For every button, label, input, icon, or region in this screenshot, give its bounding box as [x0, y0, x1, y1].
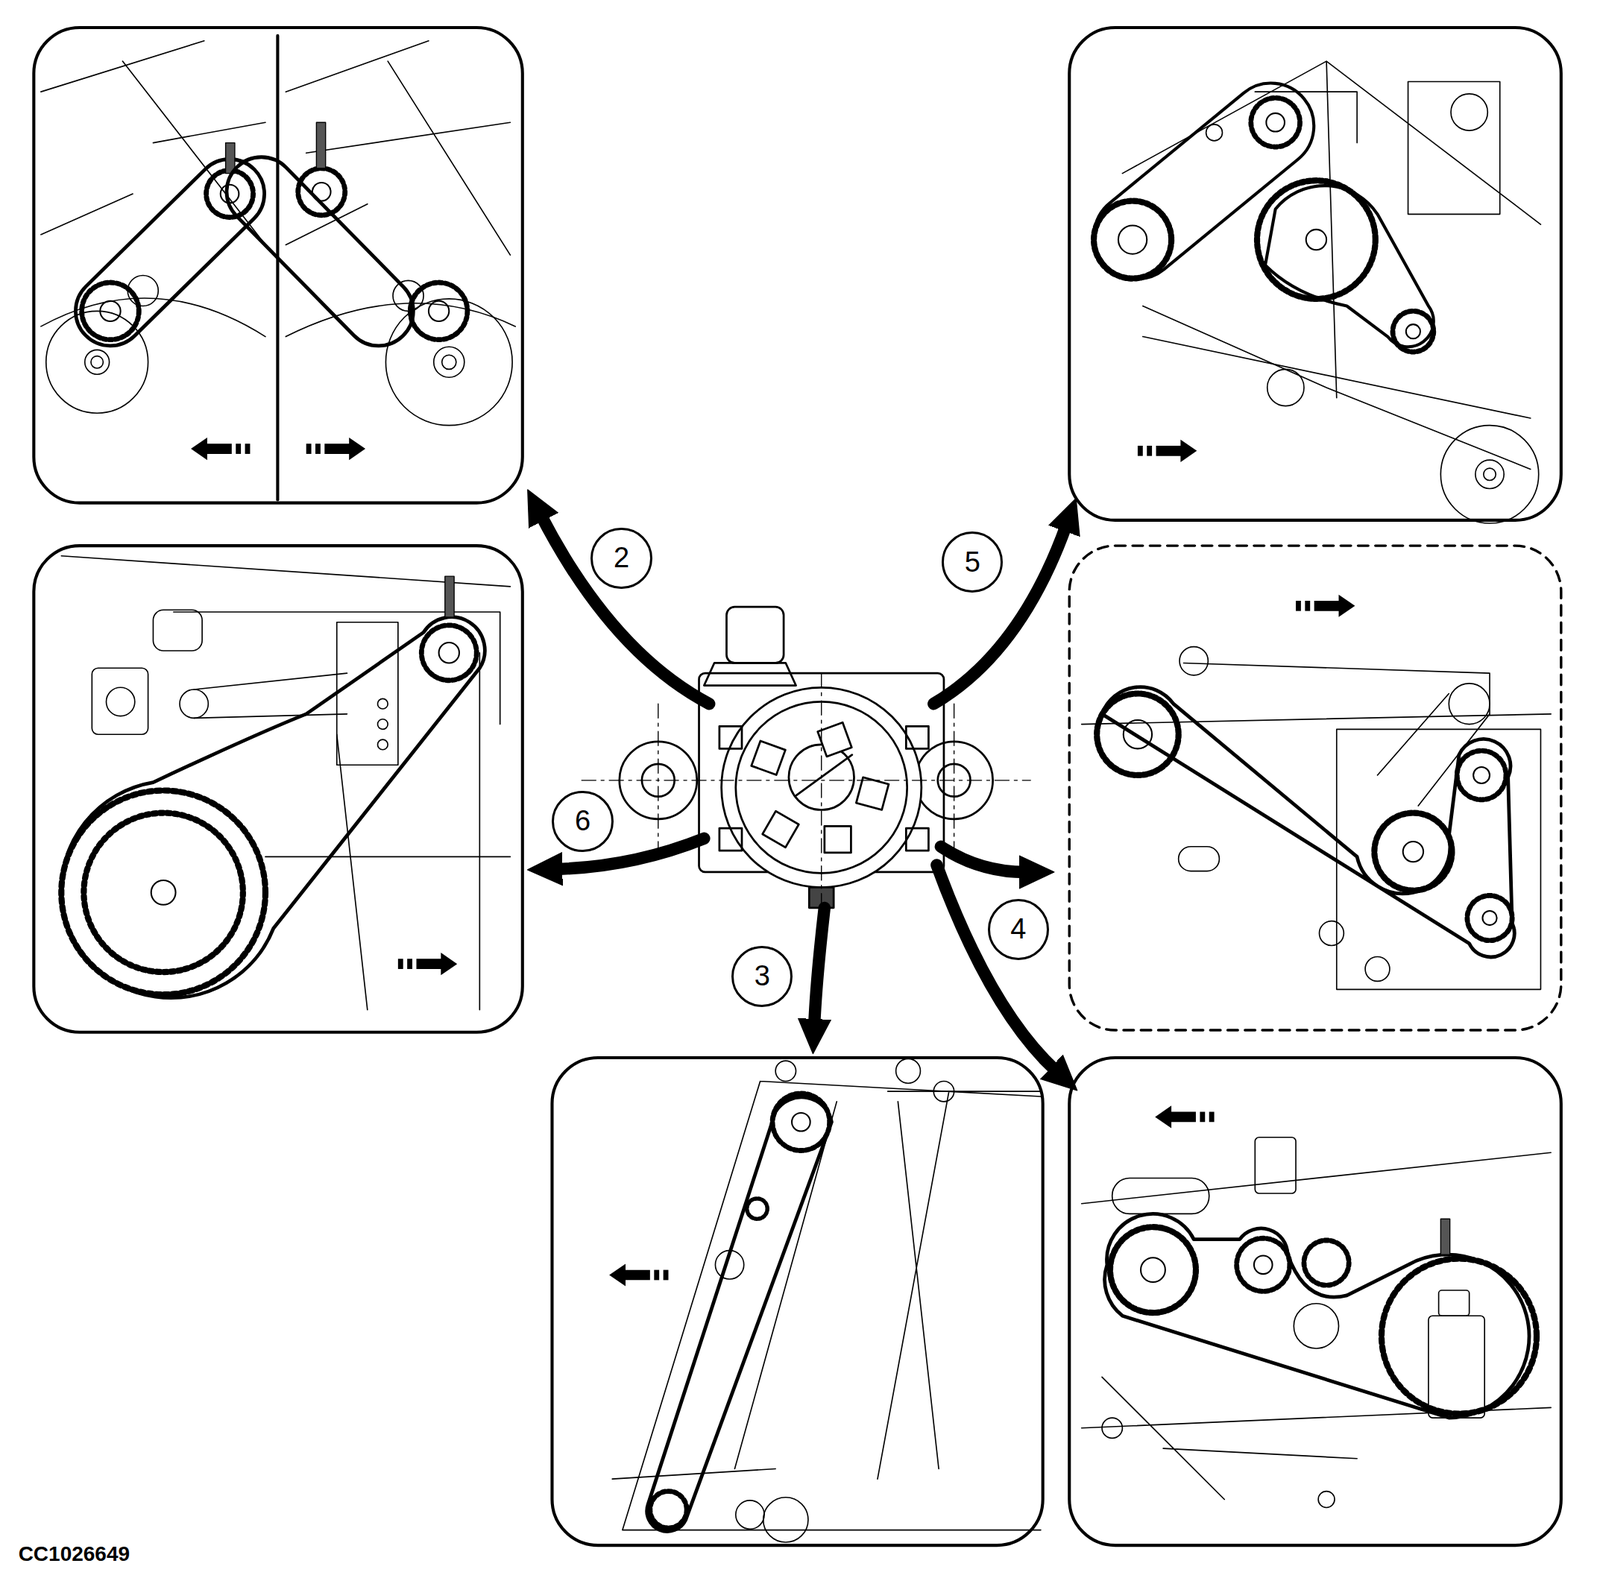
callout-number: 4: [1010, 913, 1026, 946]
callout-number: 6: [574, 805, 591, 838]
callout-number: 5: [964, 546, 981, 579]
callout-number: 2: [613, 542, 630, 575]
figure-id: CC1026649: [18, 1542, 130, 1567]
callout-circle: 2: [590, 527, 652, 590]
callout-number: 3: [754, 960, 771, 993]
callout-circle: 6: [551, 791, 613, 853]
callout-circle: 4: [987, 899, 1050, 961]
callout-circle: 5: [941, 531, 1003, 593]
callout-circle: 3: [731, 946, 793, 1008]
